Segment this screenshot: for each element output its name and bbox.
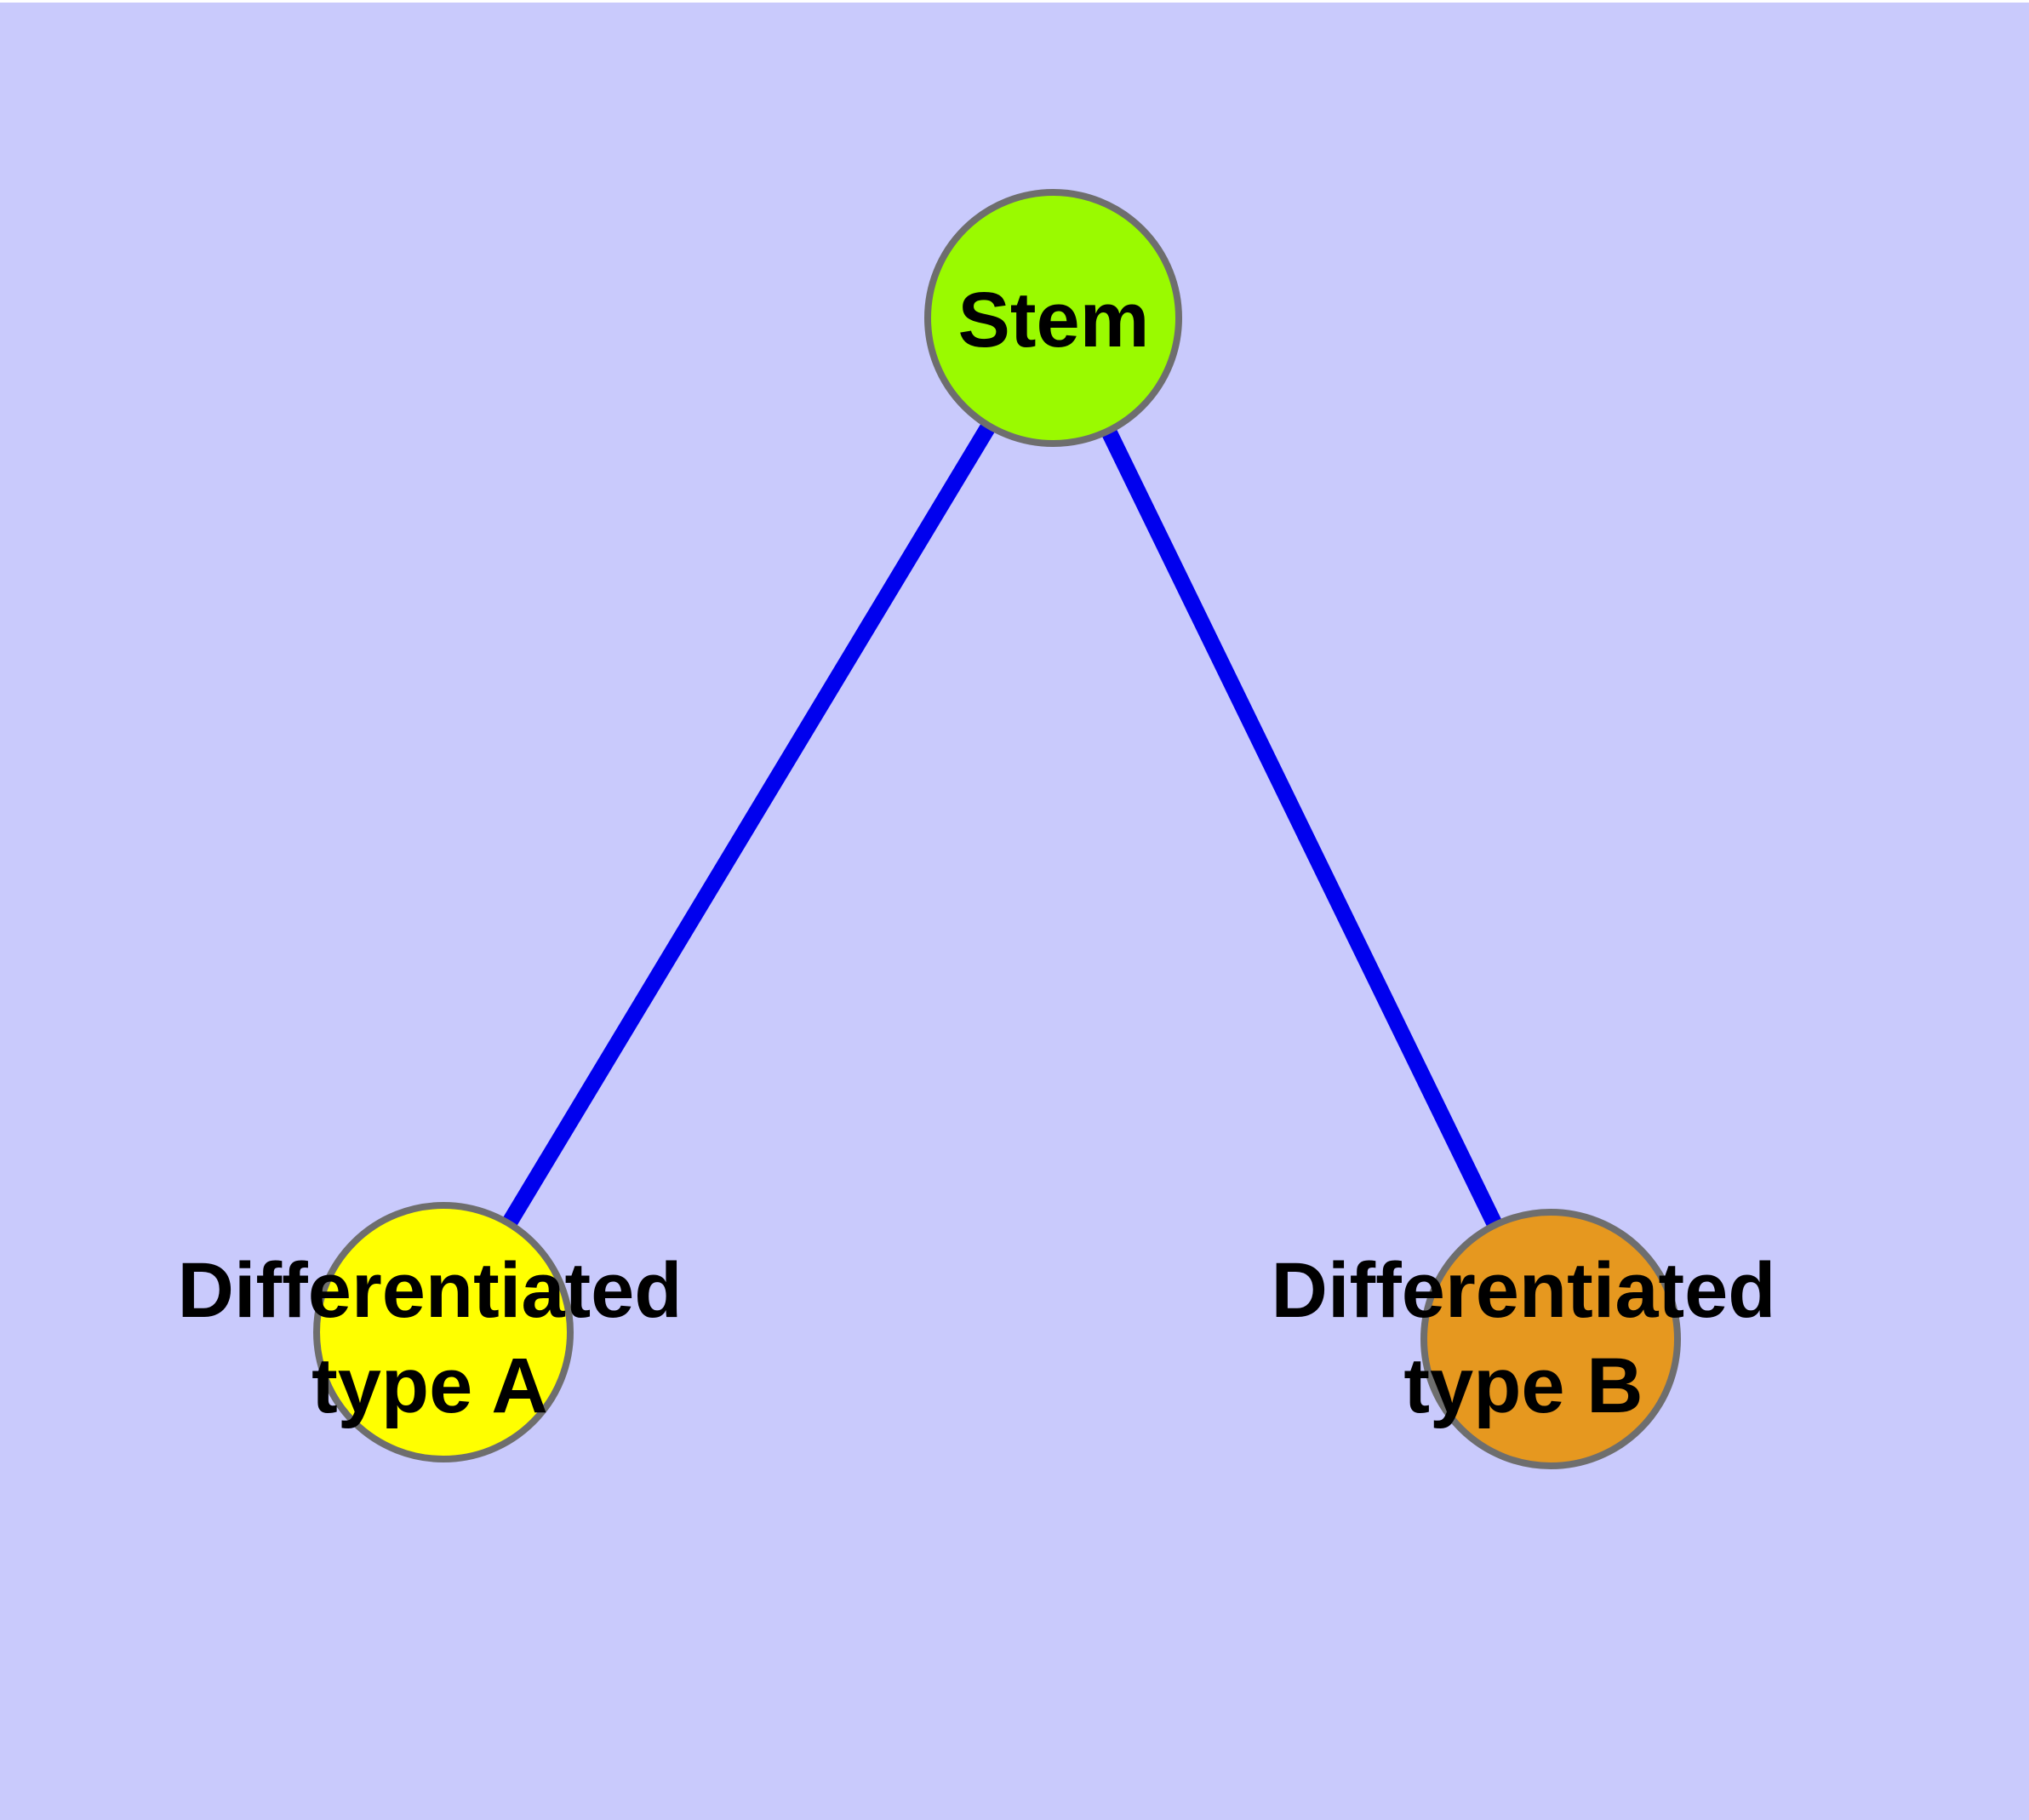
node-label-line1: Differentiated bbox=[1271, 1247, 1776, 1334]
node-stem bbox=[924, 189, 1182, 447]
node-differentiated-type-b bbox=[1420, 1209, 1681, 1469]
edge-stem-to-type-a bbox=[436, 314, 1061, 1336]
node-label-line2: type A bbox=[311, 1342, 548, 1429]
node-label-stem: Stem bbox=[957, 277, 1150, 363]
node-label-differentiated-type-a: Differentiated type A bbox=[178, 1243, 683, 1434]
edge-stem-to-type-b bbox=[1046, 314, 1558, 1343]
figure-top-margin bbox=[0, 0, 2029, 3]
node-differentiated-type-a bbox=[313, 1202, 574, 1462]
node-label-line1: Differentiated bbox=[177, 1247, 683, 1334]
node-label-differentiated-type-b: Differentiated type B bbox=[1272, 1243, 1776, 1434]
node-label-line2: type B bbox=[1403, 1342, 1643, 1429]
